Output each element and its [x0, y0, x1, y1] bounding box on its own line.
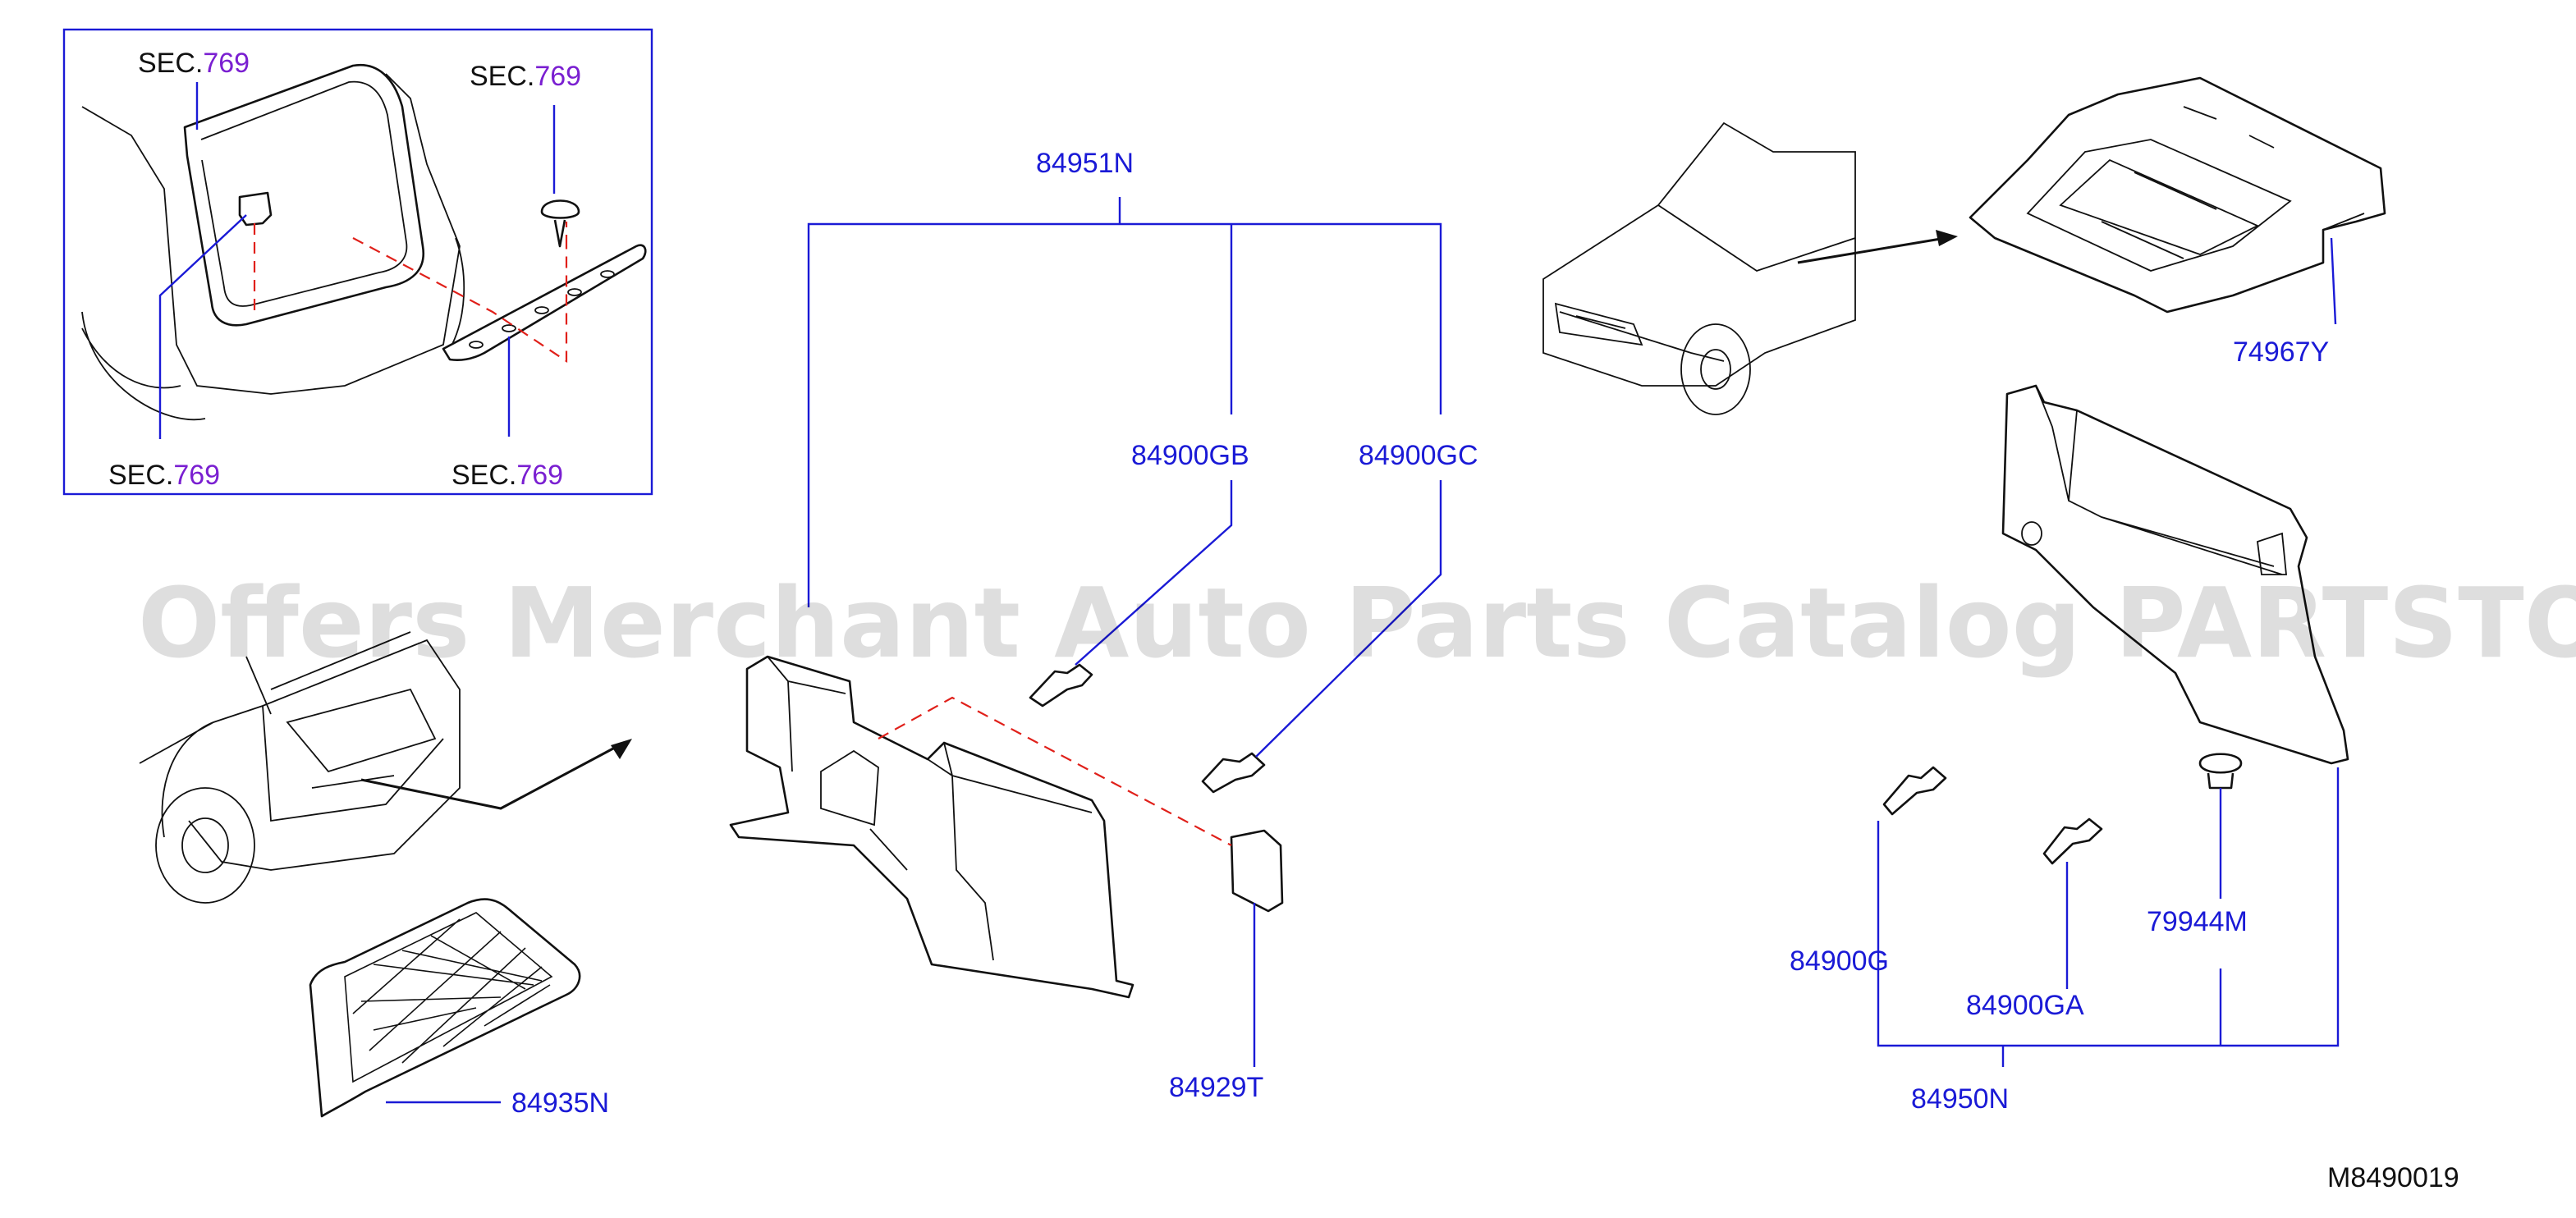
- inset-leaders: [158, 82, 556, 439]
- inset-clip: [238, 191, 273, 227]
- rear-pointer-arrowhead: [611, 739, 632, 759]
- cargo-net: [309, 898, 581, 1118]
- front-grille: [1554, 302, 1643, 346]
- center-phantom-line: [878, 696, 1232, 846]
- label-84951N: 84951N: [1036, 148, 1134, 179]
- cargo-net-mesh: [344, 912, 553, 1083]
- label-84929T: 84929T: [1169, 1072, 1263, 1103]
- clip-79944M: [2198, 753, 2243, 790]
- front-vehicle-view: [1542, 121, 1856, 415]
- label-79944M: 79944M: [2147, 906, 2248, 937]
- front-pointer-arrowhead: [1936, 230, 1958, 246]
- inset-door-frame: [183, 63, 425, 327]
- cargo-floor-details: [2026, 106, 2365, 272]
- leader-84900GB: [1075, 480, 1233, 666]
- sec-callout-top-left: SEC.769: [138, 48, 250, 79]
- rear-vehicle-view: [139, 631, 461, 904]
- rear-vehicle-wheel: [155, 787, 255, 904]
- bracket-84951N: [807, 197, 1442, 607]
- front-pointer-arrow: [1797, 236, 1946, 264]
- inset-border: [62, 28, 653, 496]
- leader-84900GC: [1255, 480, 1442, 758]
- label-84900GB: 84900GB: [1131, 440, 1249, 471]
- front-vehicle-wheel: [1680, 323, 1751, 415]
- label-84950N: 84950N: [1911, 1083, 2009, 1115]
- sec-callout-bottom-left: SEC.769: [108, 460, 220, 491]
- rear-vehicle-body: [139, 631, 461, 871]
- clip-84900G: [1882, 766, 1947, 816]
- inset-detail: [62, 28, 653, 496]
- left-trim-panel: [729, 655, 1134, 999]
- label-84900GC: 84900GC: [1359, 440, 1478, 471]
- rear-vehicle-hub: [181, 817, 229, 873]
- sec-callout-top-right: SEC.769: [470, 61, 581, 92]
- clip-84900GC: [1201, 752, 1266, 794]
- right-panel-hole: [2021, 521, 2042, 546]
- rear-cargo-area: [286, 688, 437, 789]
- cargo-net-frame: [309, 898, 581, 1118]
- left-trim-panel-details: [767, 656, 1093, 961]
- inset-door-inner: [200, 80, 408, 307]
- clip-84900GB: [1029, 663, 1093, 707]
- label-74967Y: 74967Y: [2233, 337, 2329, 368]
- front-vehicle-hub: [1700, 349, 1731, 390]
- leader-74967Y: [2330, 237, 2337, 325]
- side-trim-panel-right: [1877, 384, 2349, 1067]
- label-84900GA: 84900GA: [1966, 990, 2084, 1021]
- inset-sill-trim: [442, 244, 647, 362]
- label-84900G: 84900G: [1790, 946, 1889, 977]
- inset-vehicle-outline: [81, 73, 465, 421]
- inset-sill-holes: [469, 270, 615, 349]
- pad-84929T: [1230, 829, 1284, 913]
- inset-phantom-lines: [253, 222, 568, 364]
- cargo-floor-panel: [1969, 76, 2386, 325]
- label-84935N: 84935N: [511, 1088, 609, 1119]
- inset-push-clip: [540, 199, 580, 248]
- right-trim-panel: [2001, 384, 2349, 765]
- cargo-floor-outline: [1969, 76, 2386, 314]
- clip-84900GA: [2042, 817, 2103, 865]
- watermark: Offers Merchant Auto Parts Catalog PARTS…: [138, 566, 2576, 680]
- bracket-84950N: [1877, 767, 2340, 1067]
- side-trim-panel-left: [386, 197, 1442, 1104]
- rear-pointer-arrow: [360, 741, 625, 810]
- right-trim-panel-details: [2035, 385, 2287, 575]
- sec-callout-bottom-right: SEC.769: [451, 460, 563, 491]
- front-vehicle-body: [1542, 121, 1856, 387]
- diagram-id: M8490019: [2327, 1162, 2459, 1193]
